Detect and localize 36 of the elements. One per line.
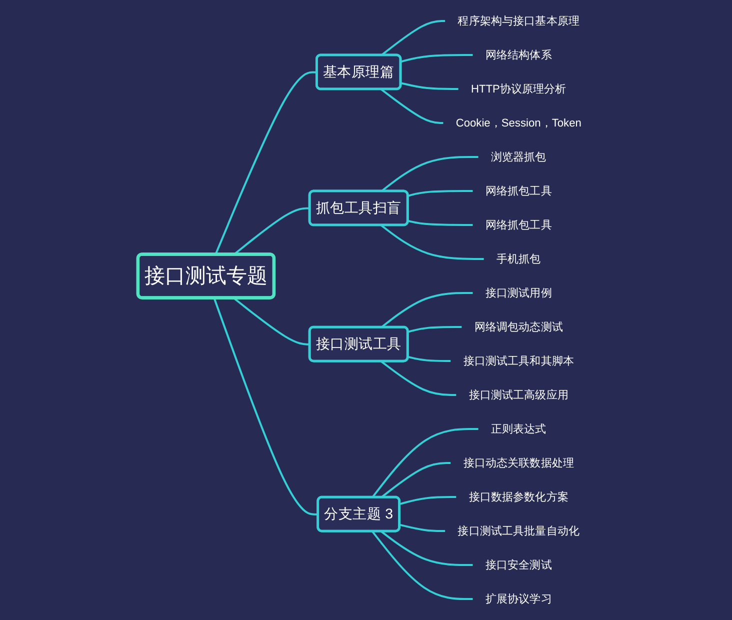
node-text: 接口测试工高级应用 (468, 388, 568, 401)
connector (380, 360, 456, 396)
node-text: 接口测试工具和其脚本 (463, 354, 574, 367)
node-text: 接口测试工具批量自动化 (458, 524, 580, 537)
node-text: 网络抓包工具 (485, 218, 552, 231)
connector (400, 54, 473, 63)
connector (408, 220, 473, 226)
connector (399, 496, 456, 506)
connector (372, 530, 473, 600)
node-text: 网络结构体系 (485, 48, 552, 61)
connector (408, 326, 462, 333)
connector (380, 462, 451, 498)
connector (399, 524, 446, 532)
connector (400, 82, 458, 90)
connector (372, 428, 478, 498)
connector (408, 190, 473, 197)
connector (380, 292, 473, 328)
node-text: 接口安全测试 (485, 558, 552, 571)
connector (380, 88, 444, 124)
node-text: 接口数据参数化方案 (468, 490, 568, 503)
node-text: 正则表达式 (490, 422, 546, 435)
node-text: HTTP协议原理分析 (470, 82, 566, 95)
node-text: 接口测试用例 (485, 286, 552, 299)
node-text: Cookie，Session，Token (456, 116, 582, 129)
connector (380, 530, 473, 566)
node-text: 程序架构与接口基本原理 (458, 14, 580, 27)
connector (380, 224, 484, 260)
node-text: 扩展协议学习 (485, 592, 552, 605)
connector (213, 298, 318, 516)
connector (408, 356, 451, 362)
node-text: 网络调包动态测试 (474, 320, 563, 333)
connector (233, 297, 310, 346)
node-text: 手机抓包 (496, 252, 541, 265)
node-text: 接口动态关联数据处理 (463, 456, 574, 469)
node-text: 浏览器抓包 (490, 150, 546, 163)
node-text: 网络抓包工具 (485, 184, 552, 197)
